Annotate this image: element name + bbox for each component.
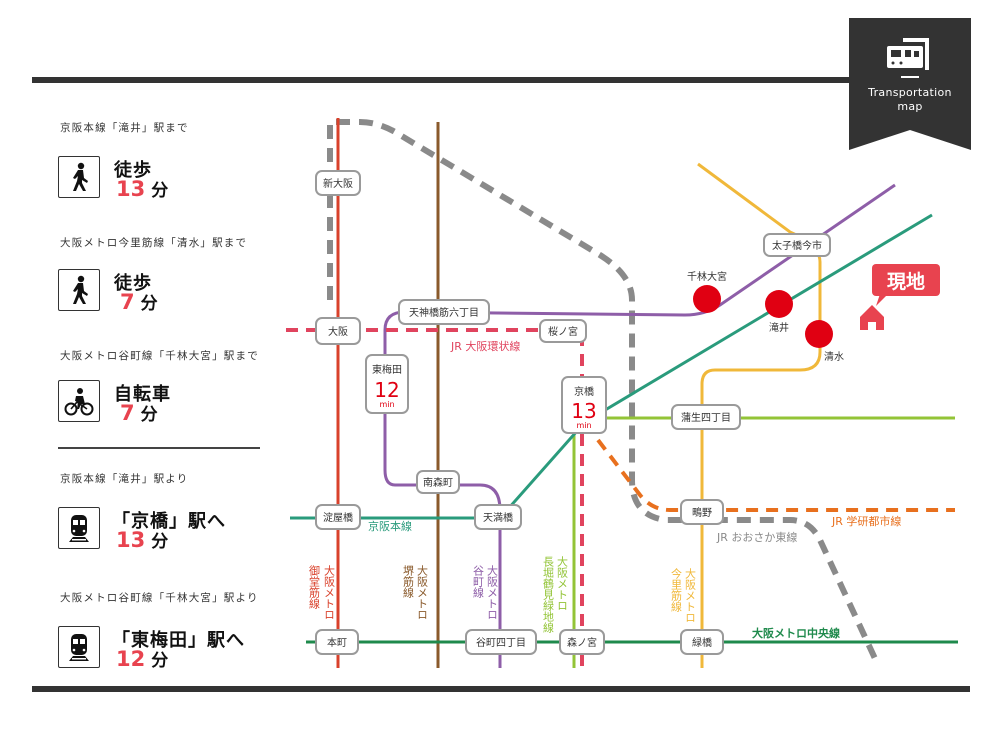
station-higashi-umeda: 東梅田 [372,363,402,376]
station-tanimachi4: 谷町四丁目 [476,637,526,649]
current-location-marker: 現地 [860,264,940,330]
station-senbayashi: 千林大宮 [687,270,727,283]
label-imazatosuji-b: 今里筋線 [670,567,683,612]
footer-rule [32,686,970,692]
station-midoribashi: 緑橋 [692,636,712,649]
station-temmabashi: 天満橋 [483,511,513,524]
label-chuo: 大阪メトロ中央線 [752,626,840,640]
station-morinomiya: 森ノ宮 [567,636,597,649]
station-kyobashi: 京橋 [574,385,594,398]
route-mode: 「東梅田」駅へ [112,630,245,651]
label-jr-osakahigashi: JR おおさか東線 [716,530,797,544]
time-higashi-umeda: 12 [374,378,399,402]
station-gamo: 蒲生四丁目 [681,411,731,424]
route-caption: 大阪メトロ谷町線「千林大宮」駅より [60,592,259,604]
route-unit: 分 [151,181,169,201]
route-unit: 分 [151,532,169,552]
current-location-label: 現地 [887,270,925,293]
route-minutes: 13 [116,528,146,552]
route-unit: 分 [140,405,158,425]
route-caption: 大阪メトロ谷町線「千林大宮」駅まで [60,350,259,362]
label-keihan: 京阪本線 [368,519,412,533]
label-tanimachi-b: 谷町線 [472,565,485,598]
time-unit-higashi-umeda: min [379,400,394,409]
label-sakaisuji-b: 堺筋線 [402,565,415,598]
station-dot-takii [765,290,793,318]
label-midosuji-b: 御堂筋線 [308,564,321,609]
station-shimizu: 清水 [824,350,844,363]
line-keihan [290,213,933,520]
route-caption: 京阪本線「滝井」駅より [60,473,189,485]
transportation-map-badge: Transportation map [849,18,971,150]
pedestrian-icon [58,156,100,198]
line-jr-loop [286,328,584,668]
station-sakuranomiya: 桜ノ宮 [548,325,578,338]
home-icon [860,305,884,330]
route-caption: 大阪メトロ今里筋線「清水」駅まで [60,237,248,249]
label-tanimachi-a: 大阪メトロ [486,564,499,620]
train-icon [58,626,100,668]
route-unit: 分 [151,651,169,671]
bicycle-icon [58,380,100,422]
route-minutes: 7 [120,290,135,314]
header-rule [32,77,970,83]
label-imazatosuji-a: 大阪メトロ [684,567,697,623]
station-dot-shimizu [805,320,833,348]
label-sakaisuji-a: 大阪メトロ [416,564,429,620]
route-mode: 「京橋」駅へ [112,511,226,532]
label-nagahori-a: 大阪メトロ [556,555,569,611]
line-jr-osakahigashi [327,119,881,667]
time-unit-kyobashi: min [576,421,591,430]
station-yodoyabashi: 淀屋橋 [323,511,353,524]
station-taishibashi: 太子橋今市 [772,239,822,252]
time-kyobashi: 13 [571,399,596,423]
station-takii: 滝井 [769,321,789,334]
route-caption: 京阪本線「滝井」駅まで [60,122,189,134]
station-dot-senbayashi [693,285,721,313]
route-mode: 徒歩 [114,160,152,181]
station-osaka: 大阪 [328,325,348,338]
route-minutes: 7 [120,401,135,425]
badge-subtitle: map [897,100,923,113]
route-mode: 徒歩 [114,273,152,294]
label-jr-gakkentoshi: JR 学研都市線 [831,514,901,528]
label-nagahori-b: 長堀鶴見緑地線 [542,556,555,633]
route-minutes: 12 [116,647,146,671]
section-divider [58,447,260,449]
route-unit: 分 [140,294,158,314]
pedestrian-icon [58,269,100,311]
station-hommachi: 本町 [327,636,347,649]
train-icon [58,507,100,549]
train-station-icon [887,38,929,78]
badge-title: Transportation [868,86,952,99]
route-minutes: 13 [116,177,146,201]
station-minami-morimachi: 南森町 [423,476,453,489]
station-shin-osaka: 新大阪 [323,177,353,190]
line-jr-gakkentoshi [596,438,955,512]
route-mode: 自転車 [114,384,171,405]
station-shigino: 鴫野 [692,506,712,519]
station-tenjinbashi: 天神橋筋六丁目 [409,306,479,319]
label-midosuji-a: 大阪メトロ [323,564,336,620]
label-jr-loop: JR 大阪環状線 [450,339,520,353]
